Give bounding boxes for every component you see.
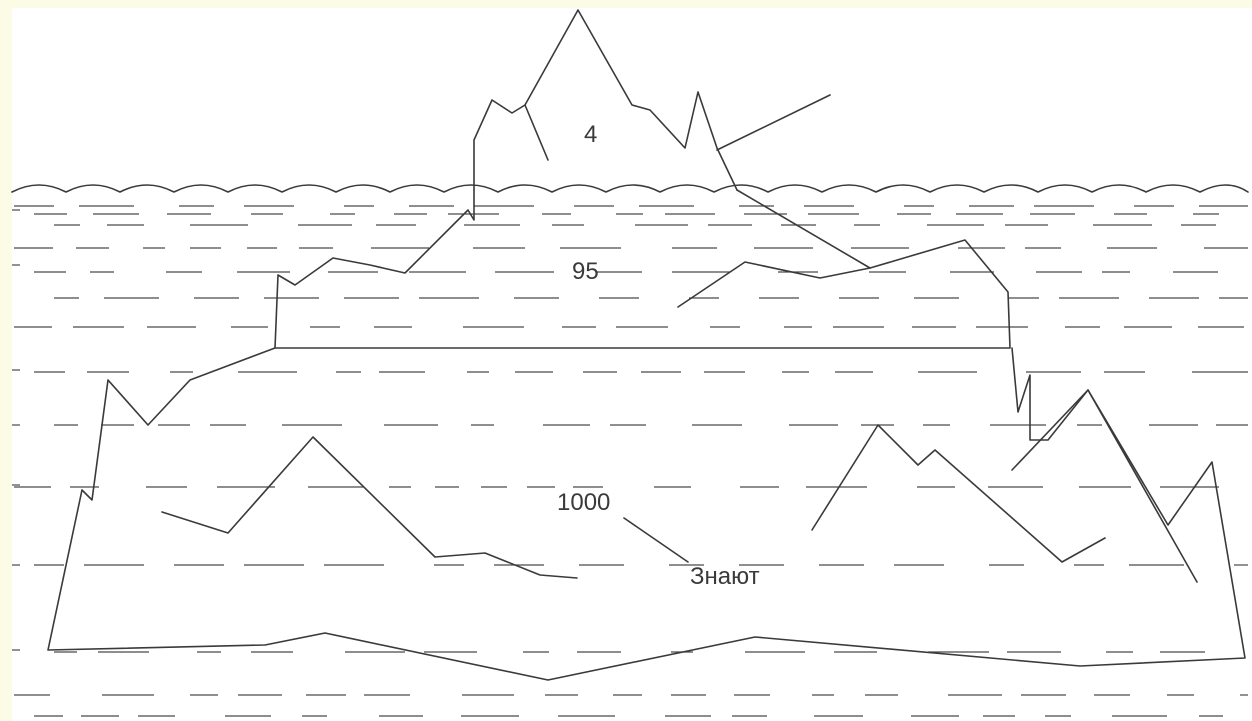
label-middle: 95 <box>572 258 599 285</box>
left-margin-ticks <box>12 209 20 651</box>
iceberg-base-crack-right <box>811 424 1106 563</box>
iceberg-middle <box>274 189 1011 349</box>
iceberg-middle-crack <box>677 261 871 308</box>
iceberg-tip-crack <box>524 104 549 161</box>
water-surface-waves <box>11 184 1249 193</box>
iceberg-tip-pointer <box>716 94 831 151</box>
iceberg-base-crack-left <box>161 436 578 579</box>
knowledge-pointer-line <box>623 517 689 563</box>
iceberg-tip <box>473 9 738 191</box>
iceberg-base-crack-edge <box>1011 389 1198 583</box>
iceberg-base <box>47 347 1246 681</box>
drawing-frame <box>12 8 1252 721</box>
label-pointer: Знают <box>690 563 760 590</box>
label-tip: 4 <box>584 121 598 148</box>
label-base: 1000 <box>557 489 611 516</box>
water-lines <box>14 205 1248 717</box>
